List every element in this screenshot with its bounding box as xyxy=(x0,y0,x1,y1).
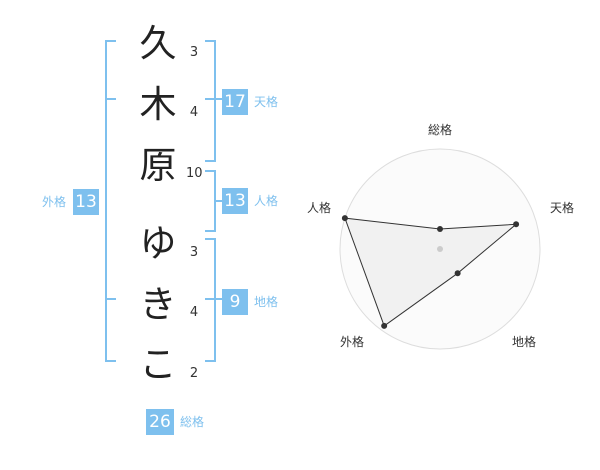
radar-point-2 xyxy=(513,221,520,228)
gaikaku-bracket xyxy=(105,40,116,362)
radar-area xyxy=(344,217,518,327)
stroke-count-2: 4 xyxy=(189,105,199,120)
chikaku-bracket-tick xyxy=(205,298,225,300)
stroke-count-4: 3 xyxy=(189,245,199,260)
name-char-4: ゆ xyxy=(139,222,177,265)
chikaku-bracket xyxy=(205,238,216,362)
chikaku-value: 9 xyxy=(222,289,248,315)
jinkaku-bracket-tick xyxy=(214,200,223,202)
radar-label-tenkaku: 天格 xyxy=(550,201,575,215)
radar-point-5 xyxy=(341,215,348,222)
soukaku-label: 総格 xyxy=(180,415,205,429)
stroke-count-5: 4 xyxy=(189,305,199,320)
name-char-3: 原 xyxy=(139,144,177,187)
name-char-5: き xyxy=(139,283,177,326)
stroke-count-6: 2 xyxy=(189,366,199,381)
jinkaku-value: 13 xyxy=(222,188,248,214)
name-char-2: 木 xyxy=(139,83,177,126)
chikaku-label: 地格 xyxy=(254,295,279,309)
stroke-count-1: 3 xyxy=(189,45,199,60)
name-char-6: こ xyxy=(139,343,177,386)
gaikaku-bracket-tick xyxy=(105,298,116,300)
tenkaku-bracket xyxy=(205,40,216,162)
tenkaku-bracket-tick xyxy=(205,98,225,100)
radar-label-gaikaku: 外格 xyxy=(340,335,365,349)
radar-label-chikaku: 地格 xyxy=(512,335,537,349)
radar-point-1 xyxy=(437,226,443,232)
tenkaku-label: 天格 xyxy=(254,95,279,109)
radar-label-soukaku: 総格 xyxy=(428,123,453,137)
radar-center xyxy=(437,246,443,252)
stroke-count-3: 10 xyxy=(186,166,203,181)
radar-label-jinkaku: 人格 xyxy=(307,201,332,215)
gaikaku-bracket-tick xyxy=(105,98,116,100)
radar-point-4 xyxy=(381,322,388,329)
soukaku-value: 26 xyxy=(146,409,174,435)
gaikaku-value: 13 xyxy=(73,189,99,215)
name-char-1: 久 xyxy=(139,22,177,65)
gaikaku-label: 外格 xyxy=(42,195,67,209)
radar-point-3 xyxy=(454,270,461,277)
jinkaku-label: 人格 xyxy=(254,194,279,208)
tenkaku-value: 17 xyxy=(222,89,248,115)
